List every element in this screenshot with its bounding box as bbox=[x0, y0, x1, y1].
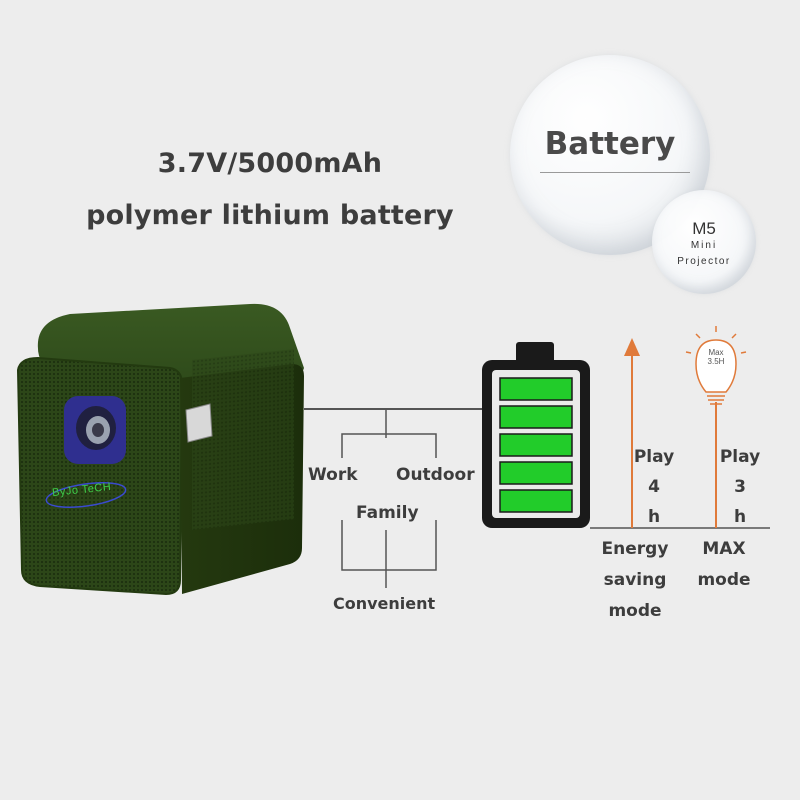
play-hours: 4 bbox=[648, 477, 660, 497]
model-subtitle-projector: Projector bbox=[677, 256, 731, 267]
scenario-convenient: Convenient bbox=[333, 594, 436, 613]
battery-cell bbox=[499, 405, 573, 429]
battery-cell bbox=[499, 377, 573, 401]
model-subtitle-mini: Mini bbox=[690, 240, 718, 251]
battery-cell bbox=[499, 461, 573, 485]
play-unit: h bbox=[733, 507, 747, 527]
bulb-label: Max 3.5H bbox=[696, 348, 736, 366]
mode-label-line: MAX bbox=[702, 539, 746, 559]
scenario-family: Family bbox=[356, 503, 419, 523]
energy-saving-playtime: Play 4 h bbox=[626, 442, 682, 532]
mode-label-line: mode bbox=[697, 570, 751, 590]
mode-label-line: saving bbox=[603, 570, 667, 590]
play-word: Play bbox=[719, 447, 761, 467]
title-underline bbox=[540, 172, 690, 173]
model-bubble bbox=[652, 190, 756, 294]
energy-saving-arrow bbox=[624, 338, 640, 528]
headline-voltage-capacity: 3.7V/5000mAh bbox=[157, 148, 383, 179]
battery-icon bbox=[482, 342, 590, 528]
play-unit: h bbox=[647, 507, 661, 527]
battery-cell bbox=[499, 433, 573, 457]
scenario-work: Work bbox=[308, 465, 358, 485]
projector-lens bbox=[64, 396, 126, 464]
battery-cell bbox=[499, 489, 573, 513]
max-mode-playtime: Play 3 h bbox=[712, 442, 768, 532]
lightbulb-icon bbox=[685, 326, 747, 405]
play-word: Play bbox=[633, 447, 675, 467]
scenario-bracket bbox=[341, 433, 437, 588]
scenario-outdoor: Outdoor bbox=[396, 465, 475, 485]
battery-title: Battery bbox=[544, 126, 676, 162]
bulb-label-line1: Max bbox=[708, 348, 724, 357]
max-mode-label: MAX mode bbox=[688, 534, 760, 596]
mode-label-line: mode bbox=[608, 601, 662, 621]
projector-front-face bbox=[16, 356, 184, 596]
mode-label-line: Energy bbox=[601, 539, 669, 559]
bulb-label-line2: 3.5H bbox=[707, 357, 725, 366]
projector-side-port bbox=[185, 403, 213, 443]
headline-battery-type: polymer lithium battery bbox=[86, 200, 454, 231]
projector-device bbox=[16, 303, 304, 596]
play-hours: 3 bbox=[734, 477, 746, 497]
energy-saving-mode-label: Energy saving mode bbox=[594, 534, 676, 627]
model-name: M5 bbox=[692, 219, 716, 238]
